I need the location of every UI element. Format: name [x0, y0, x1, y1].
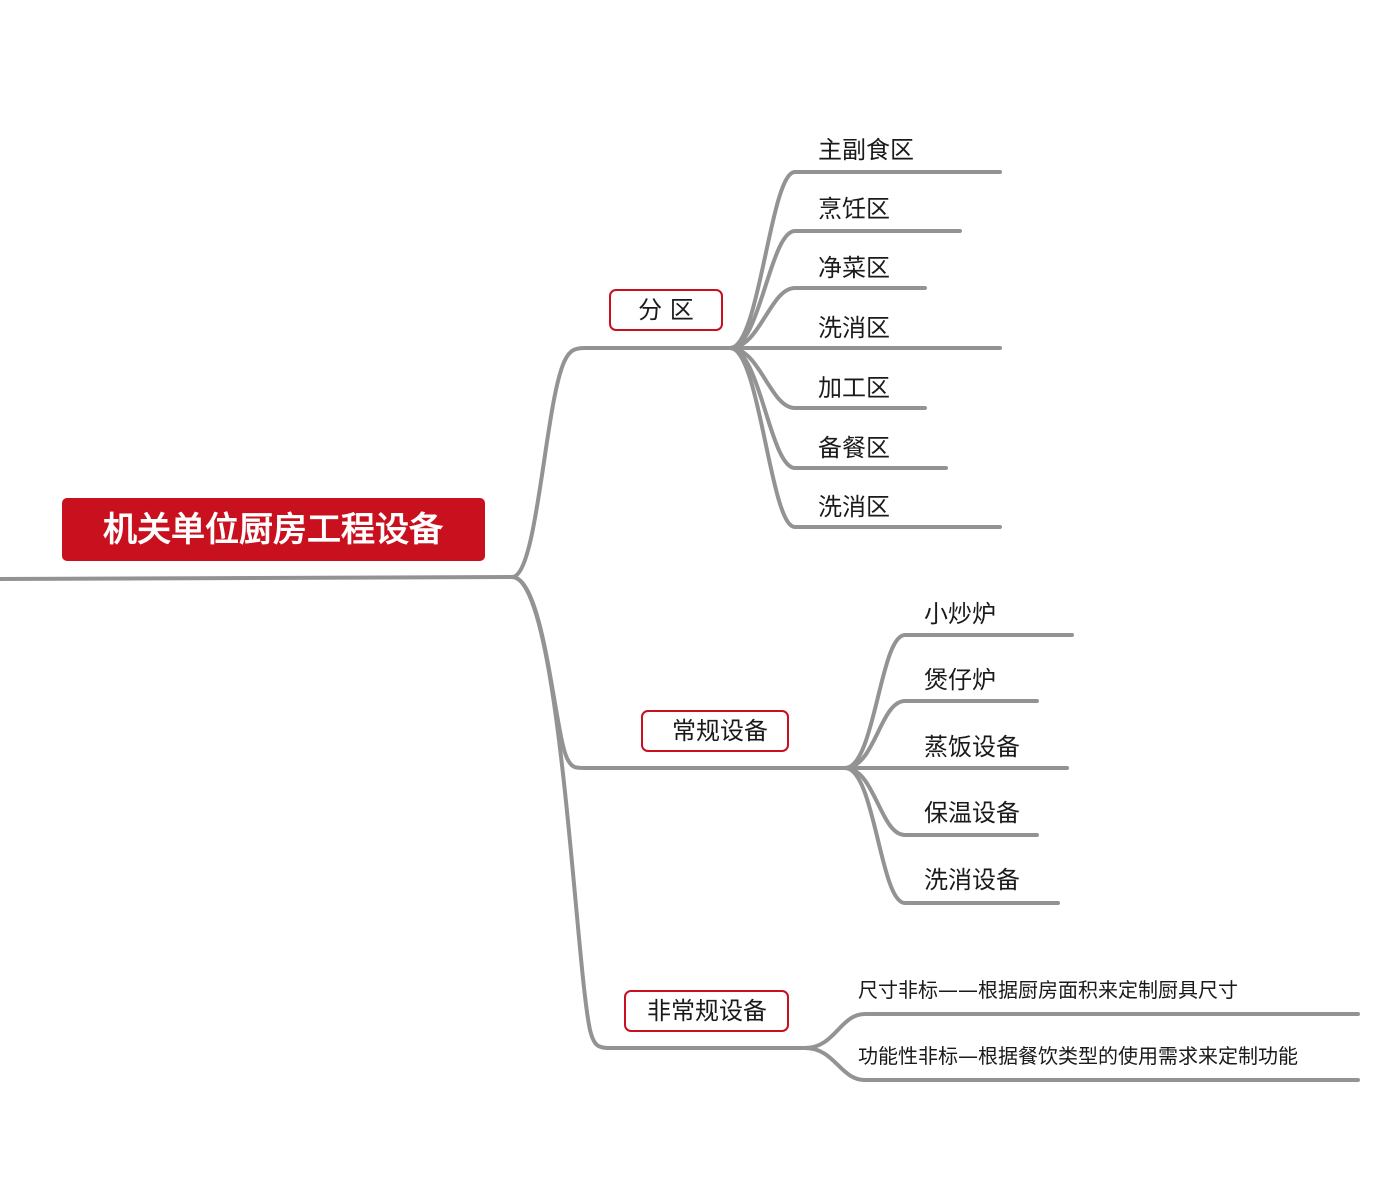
- root-node[interactable]: 机关单位厨房工程设备: [62, 498, 485, 561]
- root-box: [62, 498, 485, 561]
- leaf-label: 洗消区: [818, 493, 890, 521]
- leaf-label: 功能性非标—根据餐饮类型的使用需求来定制功能: [858, 1044, 1298, 1068]
- edge-branch-1-leaf-4: [843, 766, 1060, 905]
- leaf-label: 尺寸非标——根据厨房面积来定制厨具尺寸: [858, 978, 1238, 1002]
- branch-node-standard-equipment[interactable]: 常规设备: [641, 710, 789, 752]
- edge-branch-2-leaf-1: [803, 1046, 1360, 1082]
- leaf-label: 小炒炉: [924, 600, 996, 628]
- root-connector: [0, 575, 514, 581]
- leaf-label: 加工区: [818, 374, 890, 402]
- root-label: 机关单位厨房工程设备: [103, 510, 444, 550]
- edge-branch-0-leaf-1: [728, 229, 962, 350]
- leaf-label: 烹饪区: [818, 195, 890, 223]
- leaf-label: 保温设备: [924, 799, 1020, 827]
- edge-branch-1-leaf-0: [843, 633, 1074, 770]
- branch-node-nonstandard-equipment[interactable]: 非常规设备: [624, 990, 789, 1032]
- branch-label: 非常规设备: [647, 997, 767, 1025]
- edge-branch-0-leaf-0: [728, 170, 1002, 350]
- leaf-label: 主副食区: [818, 136, 914, 164]
- leaf-label: 净菜区: [818, 254, 890, 282]
- branch-label: 常规设备: [672, 717, 768, 745]
- branch-label: 分 区: [638, 296, 694, 324]
- leaf-label: 备餐区: [818, 434, 890, 462]
- leaf-label: 蒸饭设备: [924, 733, 1020, 761]
- edge-branch-2-leaf-0: [803, 1012, 1360, 1050]
- edge-branch-0-leaf-2: [728, 286, 927, 350]
- leaf-label: 煲仔炉: [924, 666, 996, 694]
- leaf-label: 洗消设备: [924, 866, 1020, 894]
- branch-box: [609, 289, 723, 331]
- branch-box: [641, 710, 789, 752]
- edge-branch-1-leaf-1: [843, 699, 1039, 770]
- edge-root-to-branch-0: [510, 346, 732, 579]
- edge-root-to-branch-2: [510, 575, 807, 1050]
- branch-box: [624, 990, 789, 1032]
- leaf-label: 洗消区: [818, 314, 890, 342]
- edge-branch-0-leaf-6: [728, 346, 1002, 529]
- branch-node-zones[interactable]: 分 区: [609, 289, 723, 331]
